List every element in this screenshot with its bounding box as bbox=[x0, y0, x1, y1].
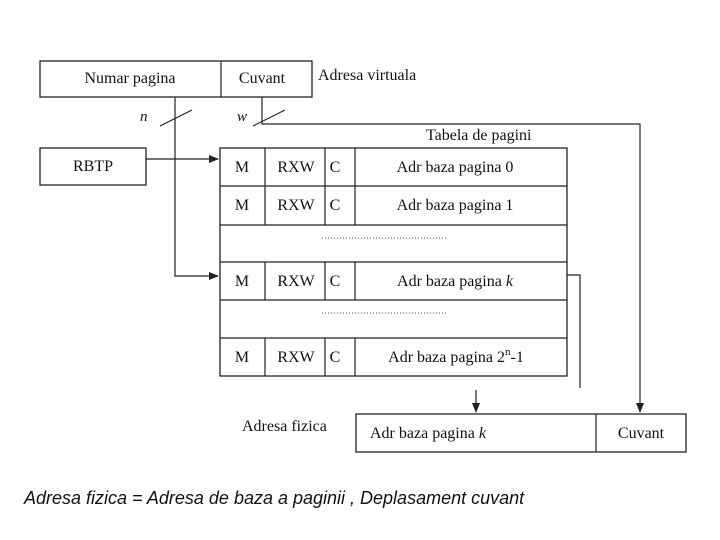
physical-address-label: Adresa fizica bbox=[242, 418, 327, 435]
w-bits-label: w bbox=[237, 109, 247, 125]
rxw-bits: RXW bbox=[277, 349, 315, 366]
m-bit: M bbox=[235, 159, 249, 176]
virtual-address-box bbox=[39, 60, 313, 98]
virtual-address: Numar pagina Cuvant Adresa virtuala n w bbox=[39, 60, 416, 127]
m-bit: M bbox=[235, 197, 249, 214]
c-bit: C bbox=[330, 159, 341, 176]
rxw-bits: RXW bbox=[277, 273, 315, 290]
page-table: Tabela de pagini M RXW C Adr baza bbox=[219, 127, 568, 377]
n-bits-label: n bbox=[140, 109, 148, 125]
m-bit: M bbox=[235, 349, 249, 366]
rxw-bits: RXW bbox=[277, 159, 315, 176]
page-base-address: Adr baza pagina 1 bbox=[397, 197, 514, 214]
connectors bbox=[146, 97, 644, 413]
w-bits-slash bbox=[252, 109, 286, 127]
column-separators bbox=[264, 148, 356, 376]
c-bit: C bbox=[330, 197, 341, 214]
rxw-bits: RXW bbox=[277, 197, 315, 214]
rbtp-register: RBTP bbox=[39, 147, 147, 186]
c-bit: C bbox=[330, 349, 341, 366]
page-base-address: Adr baza pagina k bbox=[397, 273, 514, 290]
m-bit: M bbox=[235, 273, 249, 290]
page-table-row-k: M RXW C Adr baza pagina k bbox=[235, 273, 514, 290]
rbtp-label: RBTP bbox=[73, 158, 113, 175]
physical-address: Adresa fizica Adr baza pagina k Cuvant bbox=[242, 413, 687, 453]
page-table-row-1: M RXW C Adr baza pagina 1 bbox=[235, 197, 514, 214]
physical-word-field: Cuvant bbox=[618, 425, 665, 442]
page-base-address: Adr baza pagina 0 bbox=[397, 159, 514, 176]
word-field: Cuvant bbox=[239, 70, 286, 87]
n-bits-slash bbox=[159, 109, 193, 127]
page-number-field: Numar pagina bbox=[84, 70, 175, 87]
c-bit: C bbox=[330, 273, 341, 290]
rbtp-box bbox=[39, 147, 147, 186]
page-table-title: Tabela de pagini bbox=[426, 127, 532, 144]
formula-caption: Adresa fizica = Adresa de baza a paginii… bbox=[24, 488, 525, 508]
page-table-row-last: M RXW C Adr baza pagina 2n-1 bbox=[235, 346, 524, 366]
selected-entry-line bbox=[567, 274, 581, 388]
physical-base-field: Adr baza pagina k bbox=[370, 425, 487, 442]
physical-address-box bbox=[355, 413, 687, 453]
page-base-address: Adr baza pagina 2n-1 bbox=[388, 346, 524, 366]
page-number-index-arrow bbox=[174, 97, 219, 280]
page-table-row-0: M RXW C Adr baza pagina 0 bbox=[235, 159, 514, 176]
virtual-address-label: Adresa virtuala bbox=[318, 67, 416, 84]
word-offset-arrow bbox=[261, 97, 644, 413]
